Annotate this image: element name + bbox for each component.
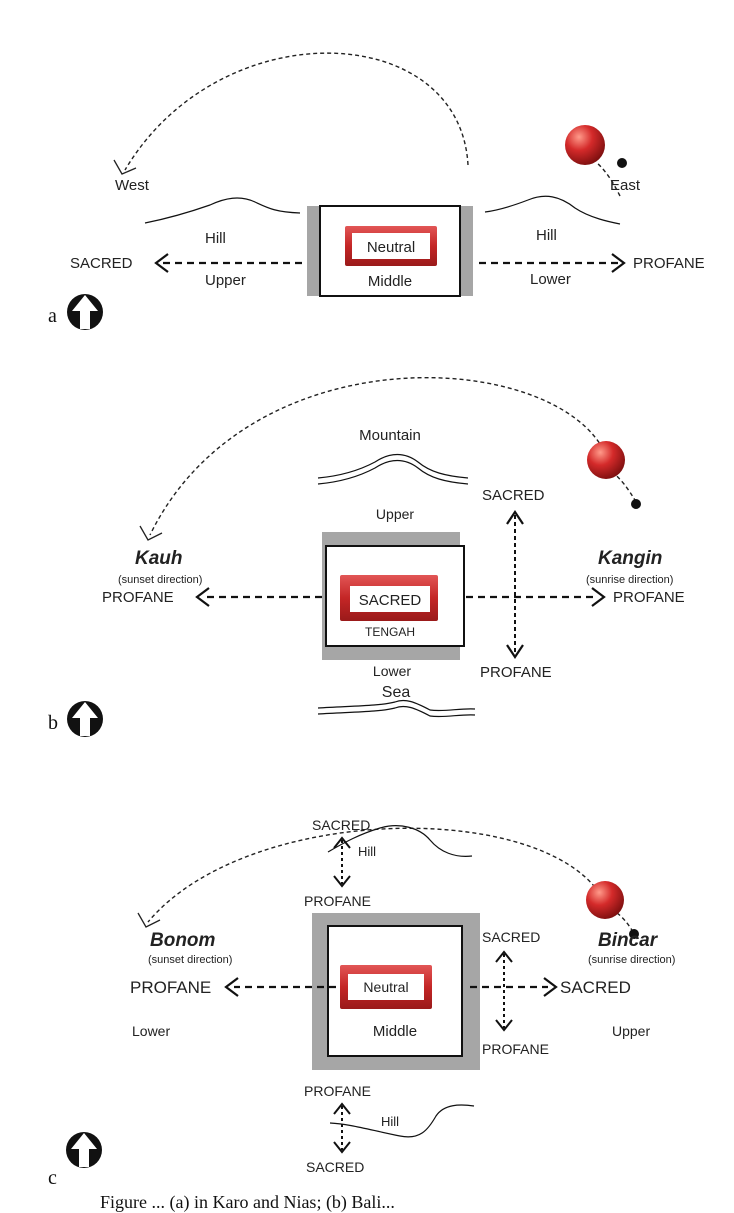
label-upper-b: Upper (376, 506, 414, 522)
panel-letter-b: b (48, 712, 58, 734)
label-west: West (115, 177, 150, 194)
label-profane-a: PROFANE (633, 255, 705, 272)
center-box-label-a: Neutral (367, 239, 415, 256)
arrowhead-west-a (113, 159, 137, 175)
label-east: East (610, 177, 641, 194)
label-profane-right-b: PROFANE (613, 589, 685, 606)
label-lower-a: Lower (530, 271, 571, 288)
label-profane-left-c: PROFANE (130, 978, 211, 997)
label-sacred-top-b: SACRED (482, 487, 545, 504)
arrowhead-west-c (137, 912, 161, 928)
sun-icon-c (586, 881, 624, 919)
north-arrow-icon-b (67, 701, 103, 737)
label-top-profane-c: PROFANE (304, 893, 371, 909)
hill-right-a (484, 195, 621, 225)
label-profane-bottom-b: PROFANE (480, 664, 552, 681)
panel-letter-c: c (48, 1167, 57, 1189)
sea-line-2 (317, 705, 476, 718)
center-box-label-c: Neutral (363, 979, 408, 995)
label-upper-c: Upper (612, 1023, 650, 1039)
label-kangin: Kangin (598, 548, 662, 569)
label-lower-c: Lower (132, 1023, 170, 1039)
label-sea: Sea (382, 684, 411, 701)
label-kangin-sub: (sunrise direction) (586, 574, 673, 586)
label-bonom-sub: (sunset direction) (148, 954, 232, 966)
figure-caption: Figure ... (a) in Karo and Nias; (b) Bal… (100, 1192, 395, 1212)
panel-a: West East Hill Hill Neutral Middle SACRE… (48, 52, 705, 330)
label-top-hill-c: Hill (358, 844, 376, 859)
label-upper-a: Upper (205, 272, 246, 289)
panel-b: Mountain Upper Kauh (sunset direction) K… (48, 376, 685, 737)
north-arrow-icon (67, 294, 103, 330)
mountain-line-2 (317, 459, 469, 485)
label-sacred-right-c: SACRED (560, 978, 631, 997)
label-lower-b: Lower (373, 663, 411, 679)
sea-line-1 (317, 699, 476, 712)
sunrise-point-b (631, 499, 641, 509)
center-label-c: Middle (373, 1023, 417, 1040)
panel-c: SACRED Hill PROFANE Bonom (sunset direct… (48, 817, 675, 1189)
label-kauh: Kauh (135, 548, 183, 569)
label-sacred-a: SACRED (70, 255, 133, 272)
label-right-profane-c: PROFANE (482, 1041, 549, 1057)
center-box-label-b: SACRED (359, 592, 422, 609)
panel-letter-a: a (48, 305, 57, 327)
sun-path-arc-b (149, 376, 607, 536)
sunrise-point (617, 158, 627, 168)
hill-left-a (144, 197, 301, 224)
label-mountain: Mountain (359, 427, 421, 444)
label-bottom-sacred-c: SACRED (306, 1159, 364, 1175)
label-bonom: Bonom (150, 930, 216, 951)
north-arrow-icon-c (66, 1132, 102, 1168)
sun-path-arc-c (147, 827, 607, 923)
center-label-a: Middle (368, 273, 412, 290)
label-bottom-profane-c: PROFANE (304, 1083, 371, 1099)
label-profane-left-b: PROFANE (102, 589, 174, 606)
label-kauh-sub: (sunset direction) (118, 574, 202, 586)
hill-bottom-c (329, 1104, 475, 1138)
hill-top-c (327, 825, 473, 857)
sunrise-point-c (629, 929, 639, 939)
sun-path-arc-a (124, 52, 469, 171)
label-bottom-hill-c: Hill (381, 1114, 399, 1129)
sun-icon (565, 125, 605, 165)
label-right-sacred-c: SACRED (482, 929, 540, 945)
mountain-line-1 (317, 453, 469, 479)
arrowhead-west-b (139, 525, 163, 541)
label-top-sacred-c: SACRED (312, 817, 370, 833)
label-hill-left: Hill (205, 230, 226, 247)
sun-icon-b (587, 441, 625, 479)
center-label-b: TENGAH (365, 625, 415, 639)
label-hill-right: Hill (536, 227, 557, 244)
label-bincar: Bincar (598, 930, 659, 951)
label-bincar-sub: (sunrise direction) (588, 954, 675, 966)
